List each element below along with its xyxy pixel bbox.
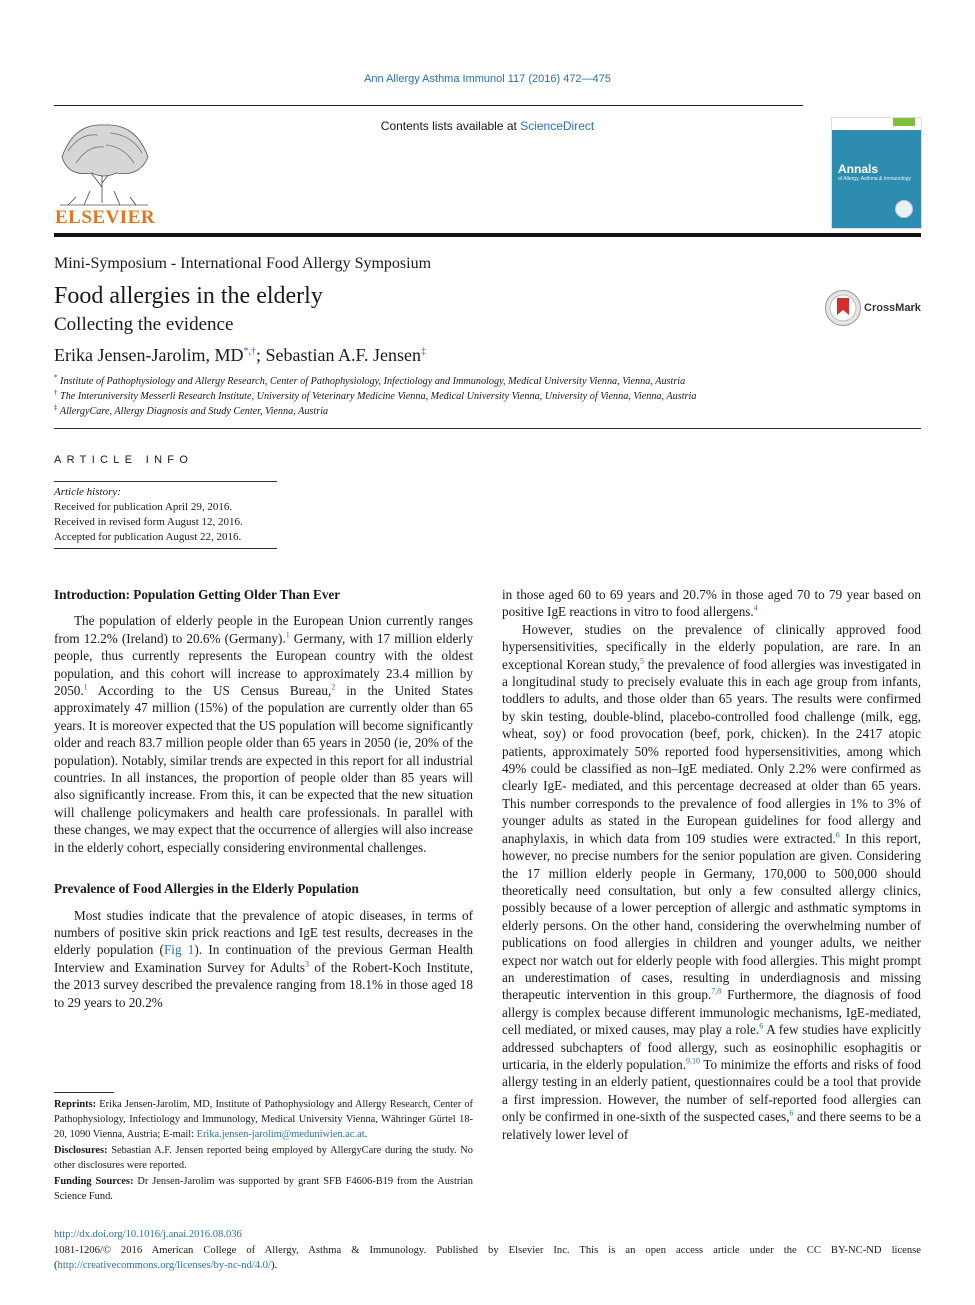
journal-reference[interactable]: Ann Allergy Asthma Immunol 117 (2016) 47… (364, 73, 611, 85)
affiliation-mark: ‡ (54, 403, 58, 412)
author-list: Erika Jensen-Jarolim, MD*,†; Sebastian A… (54, 345, 426, 366)
author-separator: ; (255, 345, 266, 365)
body-paragraph: The population of elderly people in the … (54, 613, 474, 855)
history-revised: Received in revised form August 12, 2016… (54, 516, 243, 528)
footnote-funding: Funding Sources: Dr Jensen-Jarolim was s… (54, 1176, 473, 1202)
affiliation-item: † The Interuniversity Messerli Research … (54, 389, 696, 404)
affiliation-text: AllergyCare, Allergy Diagnosis and Study… (59, 406, 329, 417)
doi-link[interactable]: http://dx.doi.org/10.1016/j.anai.2016.08… (54, 1229, 242, 1240)
citation-link[interactable]: 2 (331, 682, 336, 692)
header-rule (54, 105, 803, 106)
journal-cover[interactable]: Annals of Allergy, Asthma & Immunology (831, 117, 922, 229)
citation-link[interactable]: 9,10 (686, 1056, 701, 1066)
citation-link[interactable]: 6 (789, 1108, 794, 1118)
contents-prefix: Contents lists available at (380, 119, 521, 133)
cover-seal-icon (895, 200, 913, 218)
citation-link[interactable]: 4 (753, 604, 758, 614)
elsevier-wordmark[interactable]: ELSEVIER (55, 207, 156, 228)
citation-link[interactable]: 6 (835, 830, 840, 840)
body-column-left: Introduction: Population Getting Older T… (54, 586, 473, 1011)
citation-link[interactable]: 3 (305, 959, 310, 969)
cover-subtitle: of Allergy, Asthma & Immunology (838, 176, 911, 182)
crossmark-label: CrossMark (864, 302, 921, 314)
citation-link[interactable]: 5 (640, 656, 645, 666)
masthead-rule (54, 233, 921, 237)
history-label: Article history: (54, 486, 121, 498)
history-received: Received for publication April 29, 2016. (54, 501, 233, 513)
affiliation-mark: † (54, 388, 58, 397)
article-info-heading: ARTICLE INFO (54, 454, 194, 466)
crossmark-badge[interactable]: CrossMark (824, 289, 921, 327)
email-link[interactable]: Erika.jensen-jarolim@meduniwien.ac.at (196, 1129, 365, 1140)
history-accepted: Accepted for publication August 22, 2016… (54, 531, 242, 543)
body-paragraph: However, studies on the prevalence of cl… (502, 621, 922, 1142)
affiliation-item: * Institute of Pathophysiology and Aller… (54, 374, 696, 389)
citation-link[interactable]: 1 (83, 682, 88, 692)
contents-line: Contents lists available at ScienceDirec… (0, 119, 975, 133)
affiliation-rule (54, 428, 921, 429)
author-name[interactable]: Sebastian A.F. Jensen (265, 345, 422, 365)
article-subtitle: Collecting the evidence (54, 314, 234, 335)
license-link[interactable]: http://creativecommons.org/licenses/by-n… (57, 1260, 271, 1271)
article-history: Article history: Received for publicatio… (54, 485, 243, 545)
article-info-rule (54, 548, 277, 549)
body-paragraph: Most studies indicate that the prevalenc… (54, 907, 473, 1010)
affiliation-text: Institute of Pathophysiology and Allergy… (60, 376, 686, 387)
author-affil-marks[interactable]: ‡ (421, 346, 427, 357)
footnotes: Reprints: Erika Jensen-Jarolim, MD, Inst… (54, 1097, 473, 1205)
sciencedirect-link[interactable]: ScienceDirect (520, 119, 595, 133)
article-info-rule (54, 481, 277, 482)
body-column-right: in those aged 60 to 69 years and 20.7% i… (502, 586, 921, 1143)
license-line: 1081-1206/© 2016 American College of All… (54, 1245, 921, 1271)
section-heading: Introduction: Population Getting Older T… (54, 587, 341, 602)
author-name[interactable]: Erika Jensen-Jarolim, MD (54, 345, 244, 365)
footnote-rule (54, 1092, 114, 1093)
body-paragraph: in those aged 60 to 69 years and 20.7% i… (502, 587, 921, 620)
article-title: Food allergies in the elderly (54, 283, 323, 309)
footnote-reprints: Reprints: Erika Jensen-Jarolim, MD, Inst… (54, 1099, 473, 1140)
affiliations: * Institute of Pathophysiology and Aller… (54, 374, 696, 419)
cover-title: Annals (838, 162, 879, 176)
cover-accent (893, 118, 915, 126)
citation-link[interactable]: 7,8 (711, 986, 722, 996)
section-label: Mini-Symposium - International Food Alle… (54, 255, 432, 272)
citation-link[interactable]: 6 (759, 1021, 764, 1031)
affiliation-item: ‡ AllergyCare, Allergy Diagnosis and Stu… (54, 404, 696, 419)
footnote-disclosures: Disclosures: Sebastian A.F. Jensen repor… (54, 1145, 473, 1171)
elsevier-tree-logo[interactable] (54, 117, 154, 229)
figure-link[interactable]: Fig 1 (163, 942, 195, 958)
citation-link[interactable]: 1 (285, 630, 290, 640)
author-affil-marks[interactable]: *,† (243, 346, 256, 357)
affiliation-text: The Interuniversity Messerli Research In… (60, 391, 697, 402)
affiliation-mark: * (54, 373, 58, 382)
crossmark-icon (825, 290, 861, 326)
section-heading: Prevalence of Food Allergies in the Elde… (54, 881, 359, 897)
